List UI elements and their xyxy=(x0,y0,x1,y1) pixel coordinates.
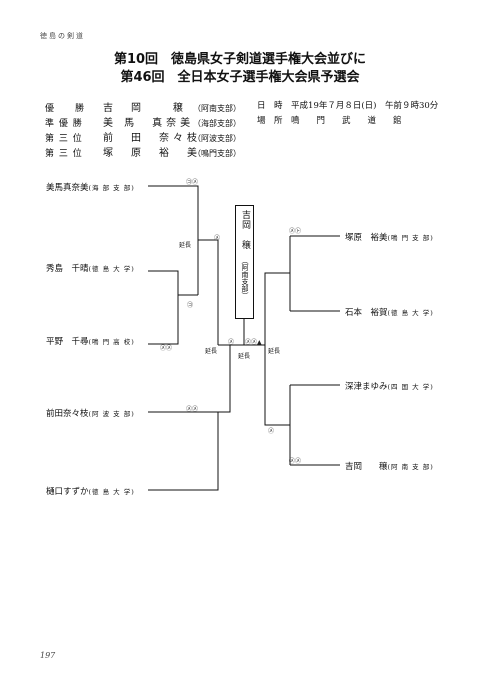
player-left-1: 美馬真奈美(海 部 支 部) xyxy=(46,181,135,193)
player-right-1: 塚原 裕美(鳴 門 支 部) xyxy=(345,231,434,243)
player-right-4: 吉岡 穣(阿 南 支 部) xyxy=(345,460,434,472)
score-mark: ㋱㋱ xyxy=(289,458,302,465)
extension-label: 延長 xyxy=(179,242,192,249)
player-name: 石本 裕賀 xyxy=(345,308,388,318)
score-mark: ㋱㋣ xyxy=(289,228,302,235)
score-mark: ㋱㋱ xyxy=(160,345,173,352)
rank-label: 準 優 勝 xyxy=(45,119,83,129)
result-name: 前 田 奈々枝 xyxy=(103,133,201,144)
extension-label: 延長 xyxy=(238,353,251,360)
date-value: 平成19年７月８日(日) 午前９時30分 xyxy=(291,101,439,111)
result-branch: （阿南支部） xyxy=(193,104,241,113)
page-number: 197 xyxy=(40,651,56,660)
player-affiliation: (徳 島 大 学) xyxy=(88,488,135,496)
result-name: 美 馬 真奈美 xyxy=(103,118,195,129)
player-name: 平野 千尋 xyxy=(46,337,89,347)
player-name: 塚原 裕美 xyxy=(345,233,388,243)
score-mark: ㋱ xyxy=(268,428,275,435)
result-branch: （海部支部） xyxy=(193,119,241,128)
extension-label: 延長 xyxy=(268,348,281,355)
result-row: 優 勝 吉 岡 穣 （阿南支部） xyxy=(45,99,241,114)
rank-label: 第 三 位 xyxy=(45,149,83,159)
player-name: 深津まゆみ xyxy=(345,382,388,392)
player-affiliation: (鳴 門 支 部) xyxy=(387,234,434,242)
champion-name: 吉岡 穣 xyxy=(240,210,250,250)
result-name: 塚 原 裕 美 xyxy=(103,148,201,159)
page-title-line2: 第46回 全日本女子選手権大会県予選会 xyxy=(120,70,360,85)
player-right-2: 石本 裕賀(徳 島 大 学) xyxy=(345,306,434,318)
player-left-4: 前田奈々枝(阿 波 支 部) xyxy=(46,407,135,419)
player-name: 美馬真奈美 xyxy=(46,183,89,193)
score-mark: ㋙㋱ xyxy=(186,179,199,186)
result-row: 第 三 位 塚 原 裕 美（鳴門支部） xyxy=(45,144,241,159)
player-left-2: 秀島 千晴(徳 島 大 学) xyxy=(46,262,135,274)
extension-label: 延長 xyxy=(205,348,218,355)
date-label: 日 時 xyxy=(257,101,283,111)
player-right-3: 深津まゆみ(四 国 大 学) xyxy=(345,380,434,392)
score-mark: ㋱ xyxy=(228,339,235,346)
player-affiliation: (徳 島 大 学) xyxy=(387,309,434,317)
result-branch: （鳴門支部） xyxy=(193,149,241,158)
player-name: 吉岡 穣 xyxy=(345,462,388,472)
player-left-5: 樋口すずか(徳 島 大 学) xyxy=(46,485,135,497)
score-mark-final: ㋱㋱▲ xyxy=(245,339,262,346)
place-label: 場 所 xyxy=(257,116,283,126)
score-mark: ㋱㋱ xyxy=(186,406,199,413)
player-affiliation: (徳 島 大 学) xyxy=(88,265,135,273)
result-row: 第 三 位 前 田 奈々枝（阿波支部） xyxy=(45,129,241,144)
page-title-line1: 第10回 徳島県女子剣道選手権大会並びに xyxy=(113,52,367,67)
player-name: 秀島 千晴 xyxy=(46,264,89,274)
rank-label: 優 勝 xyxy=(45,104,86,114)
champion-box: 吉岡 穣 （阿南支部） xyxy=(235,205,254,319)
event-place: 場 所 鳴 門 武 道 館 xyxy=(257,114,402,126)
score-mark: ㋱ xyxy=(214,235,221,242)
rank-label: 第 三 位 xyxy=(45,134,83,144)
player-affiliation: (四 国 大 学) xyxy=(387,383,434,391)
champion-branch: （阿南支部） xyxy=(241,257,249,299)
place-value: 鳴 門 武 道 館 xyxy=(291,116,402,126)
result-branch: （阿波支部） xyxy=(193,134,241,143)
player-affiliation: (鳴 門 高 校) xyxy=(88,338,135,346)
event-date: 日 時 平成19年７月８日(日) 午前９時30分 xyxy=(257,99,438,111)
player-name: 樋口すずか xyxy=(46,487,89,497)
result-row: 準 優 勝 美 馬 真奈美（海部支部） xyxy=(45,114,241,129)
player-affiliation: (阿 南 支 部) xyxy=(387,463,434,471)
header-tag: 徳島の剣道 xyxy=(40,32,85,40)
score-mark: ㋙ xyxy=(187,302,194,309)
player-name: 前田奈々枝 xyxy=(46,409,89,419)
player-left-3: 平野 千尋(鳴 門 高 校) xyxy=(46,335,135,347)
player-affiliation: (海 部 支 部) xyxy=(88,184,135,192)
result-name: 吉 岡 穣 xyxy=(103,103,187,114)
player-affiliation: (阿 波 支 部) xyxy=(88,410,135,418)
